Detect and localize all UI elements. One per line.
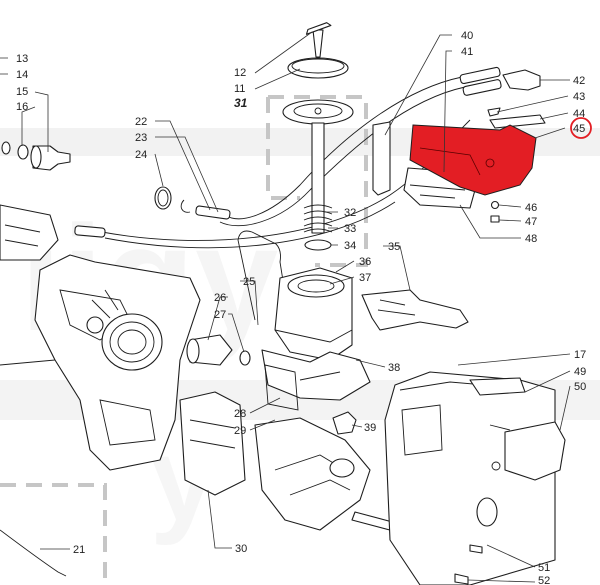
callout-44: 44 <box>573 108 585 120</box>
callout-49: 49 <box>574 366 586 378</box>
part-21-cable <box>0 529 67 577</box>
callout-45: 45 <box>573 123 585 135</box>
callout-40: 40 <box>461 30 473 42</box>
callout-48: 48 <box>525 233 537 245</box>
callout-12: 12 <box>234 67 246 79</box>
parts-26-27 <box>186 334 251 366</box>
callout-30: 30 <box>235 543 247 555</box>
callout-42: 42 <box>573 75 585 87</box>
callout-16: 16 <box>16 101 28 113</box>
callout-28: 28 <box>234 408 246 420</box>
part-39 <box>332 411 357 435</box>
part-31-piston <box>282 99 354 251</box>
callout-labels: 13 14 15 16 12 11 31 22 23 24 40 41 42 4… <box>16 30 586 585</box>
part-45-highlighted-cover <box>409 124 537 196</box>
callout-24: 24 <box>135 149 147 161</box>
leader-lines <box>0 31 571 583</box>
callout-43: 43 <box>573 91 585 103</box>
callout-14: 14 <box>16 69 28 81</box>
center-block <box>261 267 371 411</box>
callout-39: 39 <box>364 422 376 434</box>
callout-41: 41 <box>461 46 473 58</box>
group-outline-21 <box>0 483 107 585</box>
part-35-lever <box>361 289 469 331</box>
callout-29: 29 <box>234 425 246 437</box>
callout-46: 46 <box>525 202 537 214</box>
parts-49-52 <box>384 371 566 585</box>
callout-38: 38 <box>388 362 400 374</box>
parts-23-24 <box>154 186 191 213</box>
callout-25: 25 <box>243 276 255 288</box>
left-housing <box>0 204 201 471</box>
callout-52: 52 <box>538 575 550 585</box>
group-outline-31 <box>266 95 368 267</box>
callout-50: 50 <box>574 381 586 393</box>
callout-27: 27 <box>214 309 226 321</box>
callout-34: 34 <box>344 240 356 252</box>
callout-17: 17 <box>574 349 586 361</box>
callout-32: 32 <box>344 207 356 219</box>
callout-15: 15 <box>16 86 28 98</box>
callout-21: 21 <box>73 544 85 556</box>
callout-31: 31 <box>234 96 248 110</box>
callout-37: 37 <box>359 272 371 284</box>
part-25-wire-clip <box>237 230 301 336</box>
callout-36: 36 <box>359 256 371 268</box>
callout-11: 11 <box>234 83 245 95</box>
callout-33: 33 <box>344 223 356 235</box>
callout-51: 51 <box>538 562 550 574</box>
part-11-disc <box>287 22 349 79</box>
callout-35: 35 <box>388 241 400 253</box>
callout-26: 26 <box>214 292 226 304</box>
callout-47: 47 <box>525 216 537 228</box>
callout-13: 13 <box>16 53 28 65</box>
parts-13-16 <box>1 141 71 171</box>
callout-22: 22 <box>135 116 147 128</box>
selection-ring-45 <box>570 117 592 139</box>
callout-23: 23 <box>135 132 147 144</box>
